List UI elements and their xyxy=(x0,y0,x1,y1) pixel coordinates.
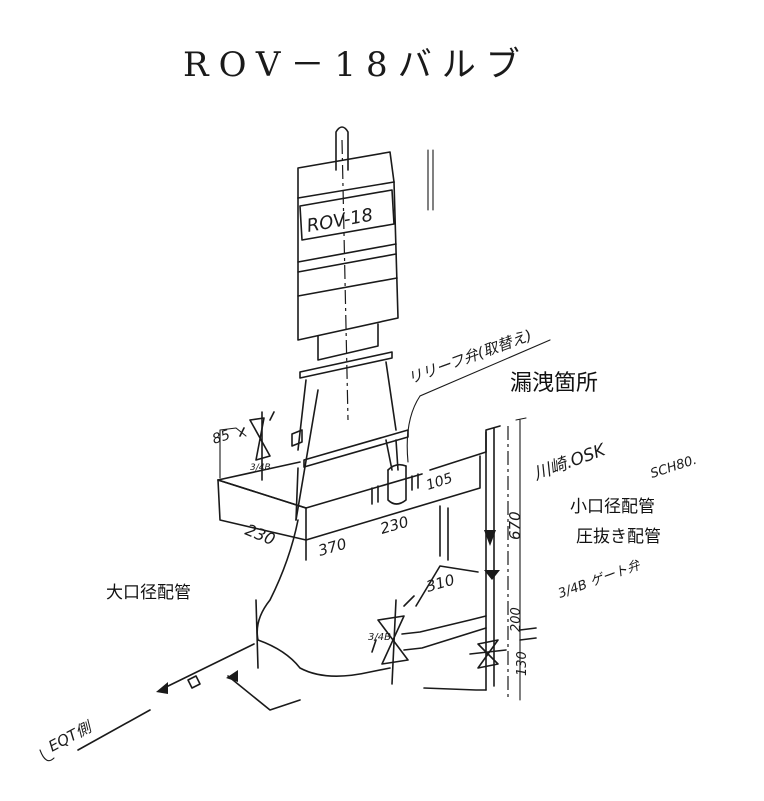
vertical-riser xyxy=(401,417,537,701)
valve-actuator xyxy=(295,126,434,521)
dim-105: 105 xyxy=(424,470,454,494)
valve-tag-label: ROV-18 xyxy=(305,205,374,237)
valve-left-size-label: 3/4B xyxy=(250,463,271,473)
sch80-label: SCH80. xyxy=(649,453,699,482)
dim-85: 85 xyxy=(210,427,232,448)
eqt-side-label: EQT側 xyxy=(45,717,96,756)
leak-location-label: 漏洩箇所 xyxy=(510,371,598,396)
page-title: ROV－18バルブ xyxy=(183,45,530,85)
valve-bottom-size-label: 3/4B xyxy=(368,632,391,643)
depressure-label: 圧抜き配管 xyxy=(576,527,661,547)
kawasaki-label: 川崎.OSK xyxy=(531,440,610,485)
piping-box xyxy=(217,339,551,561)
gate-valve-label: 3/4B ゲート弁 xyxy=(556,558,643,602)
dim-370: 370 xyxy=(316,535,348,560)
dim-200: 200 xyxy=(509,607,524,632)
dim-670: 670 xyxy=(506,511,524,540)
small-bore-label: 小口径配管 xyxy=(570,497,655,517)
large-bore-label: 大口径配管 xyxy=(106,583,191,603)
dim-130: 130 xyxy=(515,651,530,676)
dim-310: 310 xyxy=(424,571,456,596)
lower-branch-valve xyxy=(371,595,415,685)
large-bore-line xyxy=(39,519,391,762)
dim-230-left: 230 xyxy=(243,520,278,549)
